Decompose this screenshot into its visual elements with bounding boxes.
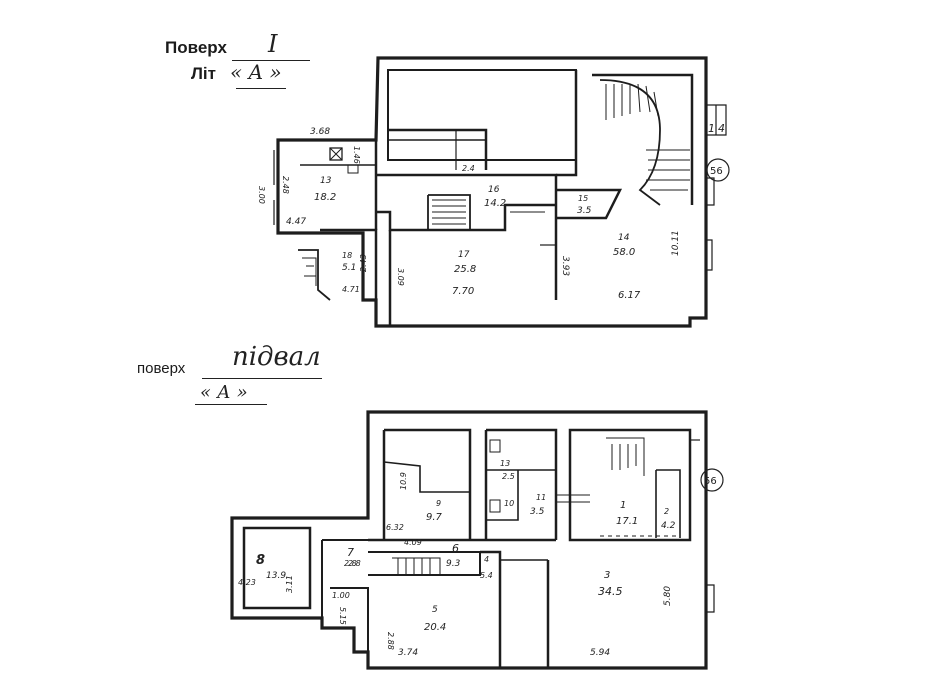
basement-mark-text: 56 — [704, 476, 717, 487]
floor1-letter-label: Літ — [191, 64, 216, 83]
floor1-room-area: 25.8 — [454, 264, 476, 275]
floor1-dimension: 2.43 — [359, 254, 368, 272]
floor1-letter: «А» — [230, 60, 288, 84]
basement-room-number: 11 — [536, 493, 546, 502]
floor1-room-area: 14.2 — [484, 198, 506, 209]
basement-room-number: 13 — [500, 459, 510, 468]
floor1-dimension: 3.00 — [257, 186, 266, 204]
basement-room-area: 20.4 — [424, 622, 446, 633]
basement-room-area: 4.2 — [661, 521, 676, 531]
basement-room-area: 3.5 — [530, 507, 545, 517]
basement-dimension: 3.11 — [285, 575, 294, 593]
floor1-room-area: 18.2 — [314, 192, 336, 203]
floor1-mark-text: 56 — [710, 166, 723, 177]
basement-room-number: 1 — [620, 500, 626, 511]
floor1-dimension: 6.17 — [618, 290, 641, 301]
basement-room-area: 9.7 — [426, 512, 443, 523]
basement-dimension: 6.32 — [386, 523, 404, 532]
basement-mark-circle — [700, 468, 724, 492]
floor1-inner-wall — [387, 69, 577, 161]
floor1-plan — [273, 56, 727, 328]
basement-name-underline — [202, 378, 322, 379]
basement-room-number: 2 — [664, 507, 669, 516]
basement-dimension: 4.09 — [404, 538, 422, 547]
floor1-dimension: 3.93 — [560, 256, 570, 276]
floor1-room-number: 16 — [488, 185, 500, 195]
basement-room-area: 13.9 — [266, 571, 286, 581]
floor1-room-number: 14 — [618, 233, 630, 243]
basement-letter-underline — [195, 404, 267, 405]
floor1-room-number: 18 — [342, 251, 352, 260]
floor1-dimension: 3.68 — [310, 127, 330, 137]
floor1-room-area: 3.5 — [577, 206, 592, 216]
floor1-dimension: 2.4 — [462, 164, 475, 173]
basement-room-number: 4 — [484, 555, 489, 564]
floor1-letter-underline — [236, 88, 286, 89]
floor1-dimension: 3.09 — [396, 268, 405, 286]
basement-room-number: 3 — [604, 570, 610, 581]
basement-dimension: 5.94 — [590, 648, 610, 658]
basement-dimension: 2.8 — [344, 559, 357, 568]
floor1-room-area: 58.0 — [613, 247, 635, 258]
basement-dimension: 1.00 — [332, 591, 350, 600]
floor1-mark-circle — [706, 158, 730, 182]
floor1-dimension: 4.71 — [342, 285, 360, 294]
basement-dimension: 5.15 — [338, 607, 347, 625]
basement-room-number: 8 — [256, 553, 265, 568]
floor1-dimension: 10.11 — [671, 230, 681, 256]
basement-room-number: 7 — [347, 546, 354, 559]
floor1-dimension: 2.48 — [281, 176, 290, 194]
floor1-stair-mark: 4 — [718, 122, 725, 135]
basement-room-area: 17.1 — [616, 516, 638, 527]
basement-dimension: 2.88 — [386, 632, 395, 650]
floor1-dimension: 4.47 — [286, 217, 306, 227]
basement-dimension: 5.80 — [663, 586, 673, 606]
basement-room-number: 5 — [432, 605, 438, 615]
floor1-room-area: 5.1 — [342, 263, 356, 273]
floor1-room-number: 13 — [320, 176, 332, 186]
floor1-label: Поверх — [165, 38, 227, 57]
floor1-stair-mark: 1 — [708, 122, 715, 135]
basement-room-area: 9.3 — [446, 559, 461, 569]
basement-room-area: 2.5 — [502, 472, 515, 481]
floor1-dimension: 7.70 — [452, 286, 474, 297]
basement-room-area: 5.4 — [480, 571, 493, 580]
basement-outer-wall — [230, 410, 708, 670]
basement-plan — [230, 410, 715, 670]
basement-room-number: 10 — [504, 499, 514, 508]
basement-dimension: 4.23 — [238, 578, 256, 587]
basement-room-number: 9 — [436, 499, 441, 508]
basement-letter: «А» — [200, 382, 254, 403]
floor1-number-underline — [232, 60, 310, 61]
basement-room-number: 6 — [452, 542, 459, 555]
floor1-room-number: 17 — [458, 250, 470, 260]
floor1-room-number: 15 — [578, 194, 588, 203]
basement-room-area: 2.8 — [348, 559, 361, 568]
basement-room-area: 34.5 — [598, 585, 623, 598]
basement-dimension: 10.9 — [399, 472, 408, 490]
floor1-number: I — [268, 30, 278, 58]
basement-dimension: 3.74 — [398, 648, 418, 658]
basement-name: підвал — [232, 342, 321, 372]
floor1-dimension: 1.46 — [352, 146, 361, 164]
basement-label: поверх — [137, 360, 186, 377]
